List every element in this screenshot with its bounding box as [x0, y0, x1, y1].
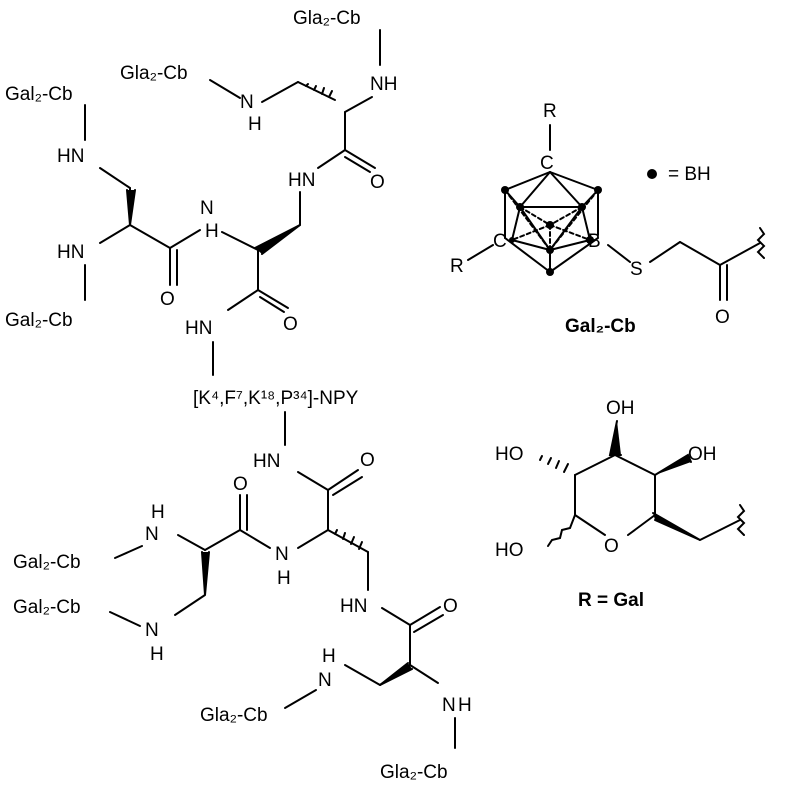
galactose-structure: OH OH HO O HO R = Gal [495, 398, 746, 611]
label-oh-top: OH [606, 398, 635, 419]
label-ho-bottom: HO [495, 540, 524, 561]
label-o-carbonyl: O [715, 307, 730, 328]
label-o-left: O [160, 289, 175, 310]
label-o-ring: O [604, 536, 619, 557]
label-nh-top: NH [370, 74, 397, 95]
label-gla2cb-lower-right-b: Gla₂-Cb [380, 762, 448, 783]
label-hn-bottom: HN [185, 318, 212, 339]
label-o-lower: O [283, 314, 298, 335]
label-hn-left-upper: HN [57, 146, 84, 167]
label-n-upper: N [240, 92, 254, 113]
lower-dendron: HN O N H O N H Gal₂-Cb Gal₂-Cb N H [13, 411, 472, 783]
label-h-lower-b: H [150, 644, 164, 665]
label-hn-lower-top: HN [253, 451, 280, 472]
label-hn-upper-middle: HN [288, 170, 315, 191]
label-h-lower-right: H [322, 646, 336, 667]
carborane-structure: R C [450, 101, 766, 337]
label-h-upper: H [248, 114, 262, 135]
label-gla2cb-upper-left: Gla₂-Cb [120, 63, 188, 84]
label-gla2cb-lower-right-a: Gla₂-Cb [200, 705, 268, 726]
label-o-lower-top: O [360, 450, 375, 471]
label-b: B [588, 231, 601, 252]
label-h-lower-left: H [151, 502, 165, 523]
label-gal2cb-lower-b: Gal₂-Cb [13, 597, 81, 618]
label-oh-right: OH [688, 444, 717, 465]
gal2cb-caption: Gal₂-Cb [565, 316, 636, 337]
label-gal2cb-upper-left: Gal₂-Cb [5, 84, 73, 105]
bh-legend: = BH [668, 164, 711, 185]
label-h-mid: H [205, 221, 219, 242]
label-hn-left-lower: HN [57, 242, 84, 263]
label-ho-left: HO [495, 444, 524, 465]
label-r-left: R [450, 256, 464, 277]
label-o-lower-left: O [233, 474, 248, 495]
label-n-lower-left: N [145, 524, 159, 545]
label-n-lower-b: N [145, 620, 159, 641]
label-o-lower-right: O [443, 596, 458, 617]
label-h-lower-right-b: H [458, 695, 472, 716]
r-gal-caption: R = Gal [578, 590, 644, 611]
label-n-lower-right: N [318, 670, 332, 691]
peptide-label: [K⁴,F⁷,K¹⁸,P³⁴]-NPY [193, 388, 359, 409]
label-gal2cb-lower-a: Gal₂-Cb [13, 552, 81, 573]
label-n-mid: N [200, 198, 214, 219]
label-hn-lower-right: HN [340, 596, 367, 617]
label-gal2cb-lower-left: Gal₂-Cb [5, 310, 73, 331]
label-r-top: R [543, 101, 557, 122]
label-o-upper: O [370, 172, 385, 193]
label-n-lower-right-b: N [442, 695, 456, 716]
label-h-lower: H [277, 568, 291, 589]
label-gla2cb-top: Gla₂-Cb [293, 8, 361, 29]
upper-dendron: Gla₂-Cb NH Gla₂-Cb N H O HN Gal₂-Cb HN [5, 8, 397, 376]
label-c-left: C [493, 231, 507, 252]
label-c-top: C [540, 153, 554, 174]
label-s: S [630, 259, 643, 280]
label-n-lower: N [275, 544, 289, 565]
